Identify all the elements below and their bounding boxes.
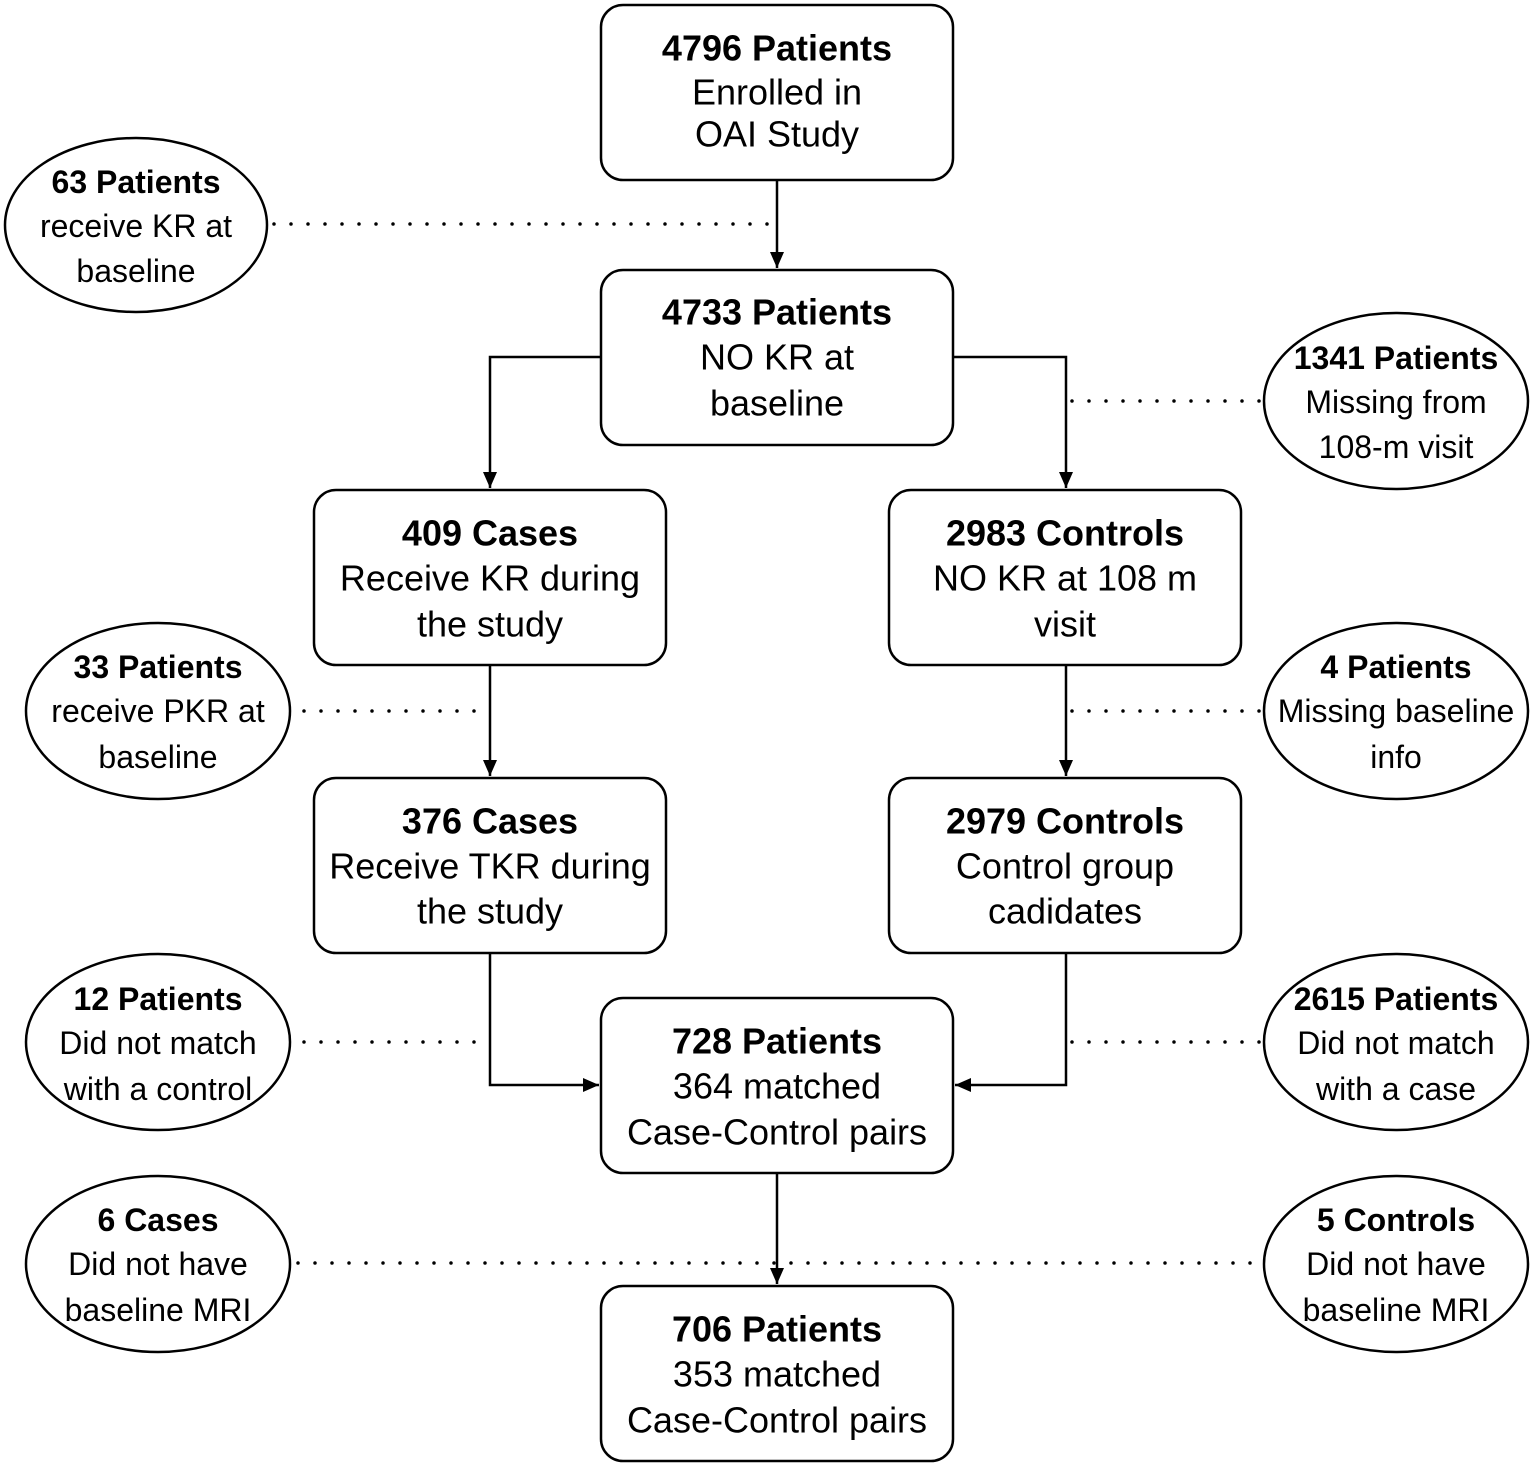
box-final-pairs-title: 706 Patients: [672, 1309, 882, 1350]
exclusion-unmatched-cases-line2: with a control: [63, 1071, 253, 1107]
box-cases-kr: 409 Cases Receive KR during the study: [312, 488, 668, 667]
box-final-pairs-line1: 353 matched: [673, 1354, 881, 1395]
exclusion-unmatched-cases-frame: [24, 952, 292, 1132]
box-cases-tkr-line1: Receive TKR during: [329, 846, 651, 887]
exclusion-missing-baseline-info-line1: Missing baseline: [1278, 693, 1515, 729]
exclusion-missing-108m-line2: 108-m visit: [1319, 429, 1474, 465]
box-enrolled-line1: Enrolled in: [692, 72, 862, 113]
box-matched-pairs: 728 Patients 364 matched Case-Control pa…: [599, 996, 955, 1175]
exclusion-baseline-kr-line1: receive KR at: [40, 208, 232, 244]
exclusion-cases-no-mri-line1: Did not have: [68, 1246, 248, 1282]
box-enrolled-line2: OAI Study: [695, 114, 859, 155]
box-controls-no-kr-title: 2983 Controls: [946, 513, 1184, 554]
exclusion-baseline-pkr-title: 33 Patients: [74, 649, 243, 685]
exclusion-baseline-kr-title: 63 Patients: [52, 164, 221, 200]
box-cases-tkr-title: 376 Cases: [402, 801, 578, 842]
exclusion-controls-no-mri-line1: Did not have: [1306, 1246, 1486, 1282]
exclusion-controls-no-mri-title: 5 Controls: [1317, 1202, 1475, 1238]
exclusion-missing-108m: 1341 Patients Missing from 108-m visit: [1262, 311, 1530, 491]
box-matched-pairs-frame: [599, 996, 955, 1175]
box-matched-pairs-line2: Case-Control pairs: [627, 1112, 927, 1153]
flow-arrows: [483, 180, 1073, 1284]
exclusion-cases-no-mri-line2: baseline MRI: [65, 1292, 252, 1328]
box-final-pairs-frame: [599, 1284, 955, 1463]
exclusion-missing-108m-line1: Missing from: [1305, 384, 1486, 420]
box-no-kr-baseline-line1: NO KR at: [700, 337, 854, 378]
arrow-no-kr-to-cases: [483, 355, 601, 488]
arrow-candidates-to-matched: [955, 953, 1068, 1092]
box-matched-pairs-line1: 364 matched: [673, 1066, 881, 1107]
exclusion-unmatched-controls-frame: [1262, 952, 1530, 1132]
exclusion-baseline-kr-line2: baseline: [76, 253, 195, 289]
box-control-candidates-title: 2979 Controls: [946, 801, 1184, 842]
exclusion-cases-no-mri-title: 6 Cases: [98, 1202, 219, 1238]
box-enrolled-frame: [599, 3, 955, 182]
box-cases-kr-frame: [312, 488, 668, 667]
arrow-tkr-cases-to-matched: [488, 953, 599, 1092]
exclusion-unmatched-controls-line2: with a case: [1315, 1071, 1476, 1107]
exclusion-unmatched-cases-line1: Did not match: [59, 1025, 256, 1061]
box-control-candidates-line1: Control group: [956, 846, 1174, 887]
exclusion-cases-no-mri-frame: [24, 1174, 292, 1354]
box-cases-tkr-line2: the study: [417, 891, 563, 932]
exclusion-missing-baseline-info: 4 Patients Missing baseline info: [1262, 621, 1530, 801]
exclusion-unmatched-cases: 12 Patients Did not match with a control: [24, 952, 292, 1132]
exclusion-missing-108m-title: 1341 Patients: [1294, 340, 1499, 376]
exclusion-baseline-pkr: 33 Patients receive PKR at baseline: [24, 621, 292, 801]
exclusion-unmatched-controls: 2615 Patients Did not match with a case: [1262, 952, 1530, 1132]
box-controls-no-kr: 2983 Controls NO KR at 108 m visit: [887, 488, 1243, 667]
exclusion-baseline-pkr-line2: baseline: [98, 739, 217, 775]
exclusion-missing-baseline-info-line2: info: [1370, 739, 1422, 775]
box-cases-kr-line1: Receive KR during: [340, 558, 640, 599]
box-no-kr-baseline-frame: [599, 268, 955, 447]
exclusion-controls-no-mri-line2: baseline MRI: [1303, 1292, 1490, 1328]
exclusion-missing-baseline-info-title: 4 Patients: [1320, 649, 1471, 685]
box-no-kr-baseline: 4733 Patients NO KR at baseline: [599, 268, 955, 447]
box-controls-no-kr-line2: visit: [1034, 604, 1096, 645]
box-control-candidates-line2: cadidates: [988, 891, 1142, 932]
exclusion-controls-no-mri-frame: [1262, 1174, 1530, 1354]
box-enrolled: 4796 Patients Enrolled in OAI Study: [599, 3, 955, 182]
exclusion-baseline-pkr-line1: receive PKR at: [51, 693, 265, 729]
box-controls-no-kr-frame: [887, 488, 1243, 667]
box-cases-kr-title: 409 Cases: [402, 513, 578, 554]
box-control-candidates: 2979 Controls Control group cadidates: [887, 776, 1243, 955]
box-no-kr-baseline-line2: baseline: [710, 383, 844, 424]
exclusion-baseline-pkr-frame: [24, 621, 292, 801]
box-no-kr-baseline-title: 4733 Patients: [662, 292, 892, 333]
arrow-no-kr-to-controls: [953, 355, 1073, 488]
exclusion-unmatched-controls-line1: Did not match: [1297, 1025, 1494, 1061]
box-cases-tkr-frame: [312, 776, 668, 955]
box-enrolled-title: 4796 Patients: [662, 28, 892, 69]
exclusion-baseline-kr-frame: [3, 136, 269, 314]
box-cases-kr-line2: the study: [417, 604, 563, 645]
box-matched-pairs-title: 728 Patients: [672, 1021, 882, 1062]
box-cases-tkr: 376 Cases Receive TKR during the study: [312, 776, 668, 955]
exclusion-missing-108m-frame: [1262, 311, 1530, 491]
exclusion-baseline-kr: 63 Patients receive KR at baseline: [3, 136, 269, 314]
box-control-candidates-frame: [887, 776, 1243, 955]
box-final-pairs-line2: Case-Control pairs: [627, 1400, 927, 1441]
exclusion-unmatched-controls-title: 2615 Patients: [1294, 981, 1499, 1017]
exclusion-unmatched-cases-title: 12 Patients: [74, 981, 243, 1017]
exclusion-cases-no-mri: 6 Cases Did not have baseline MRI: [24, 1174, 292, 1354]
exclusion-lines: [272, 222, 1262, 1265]
box-controls-no-kr-line1: NO KR at 108 m: [933, 558, 1197, 599]
exclusion-missing-baseline-info-frame: [1262, 621, 1530, 801]
exclusion-controls-no-mri: 5 Controls Did not have baseline MRI: [1262, 1174, 1530, 1354]
box-final-pairs: 706 Patients 353 matched Case-Control pa…: [599, 1284, 955, 1463]
